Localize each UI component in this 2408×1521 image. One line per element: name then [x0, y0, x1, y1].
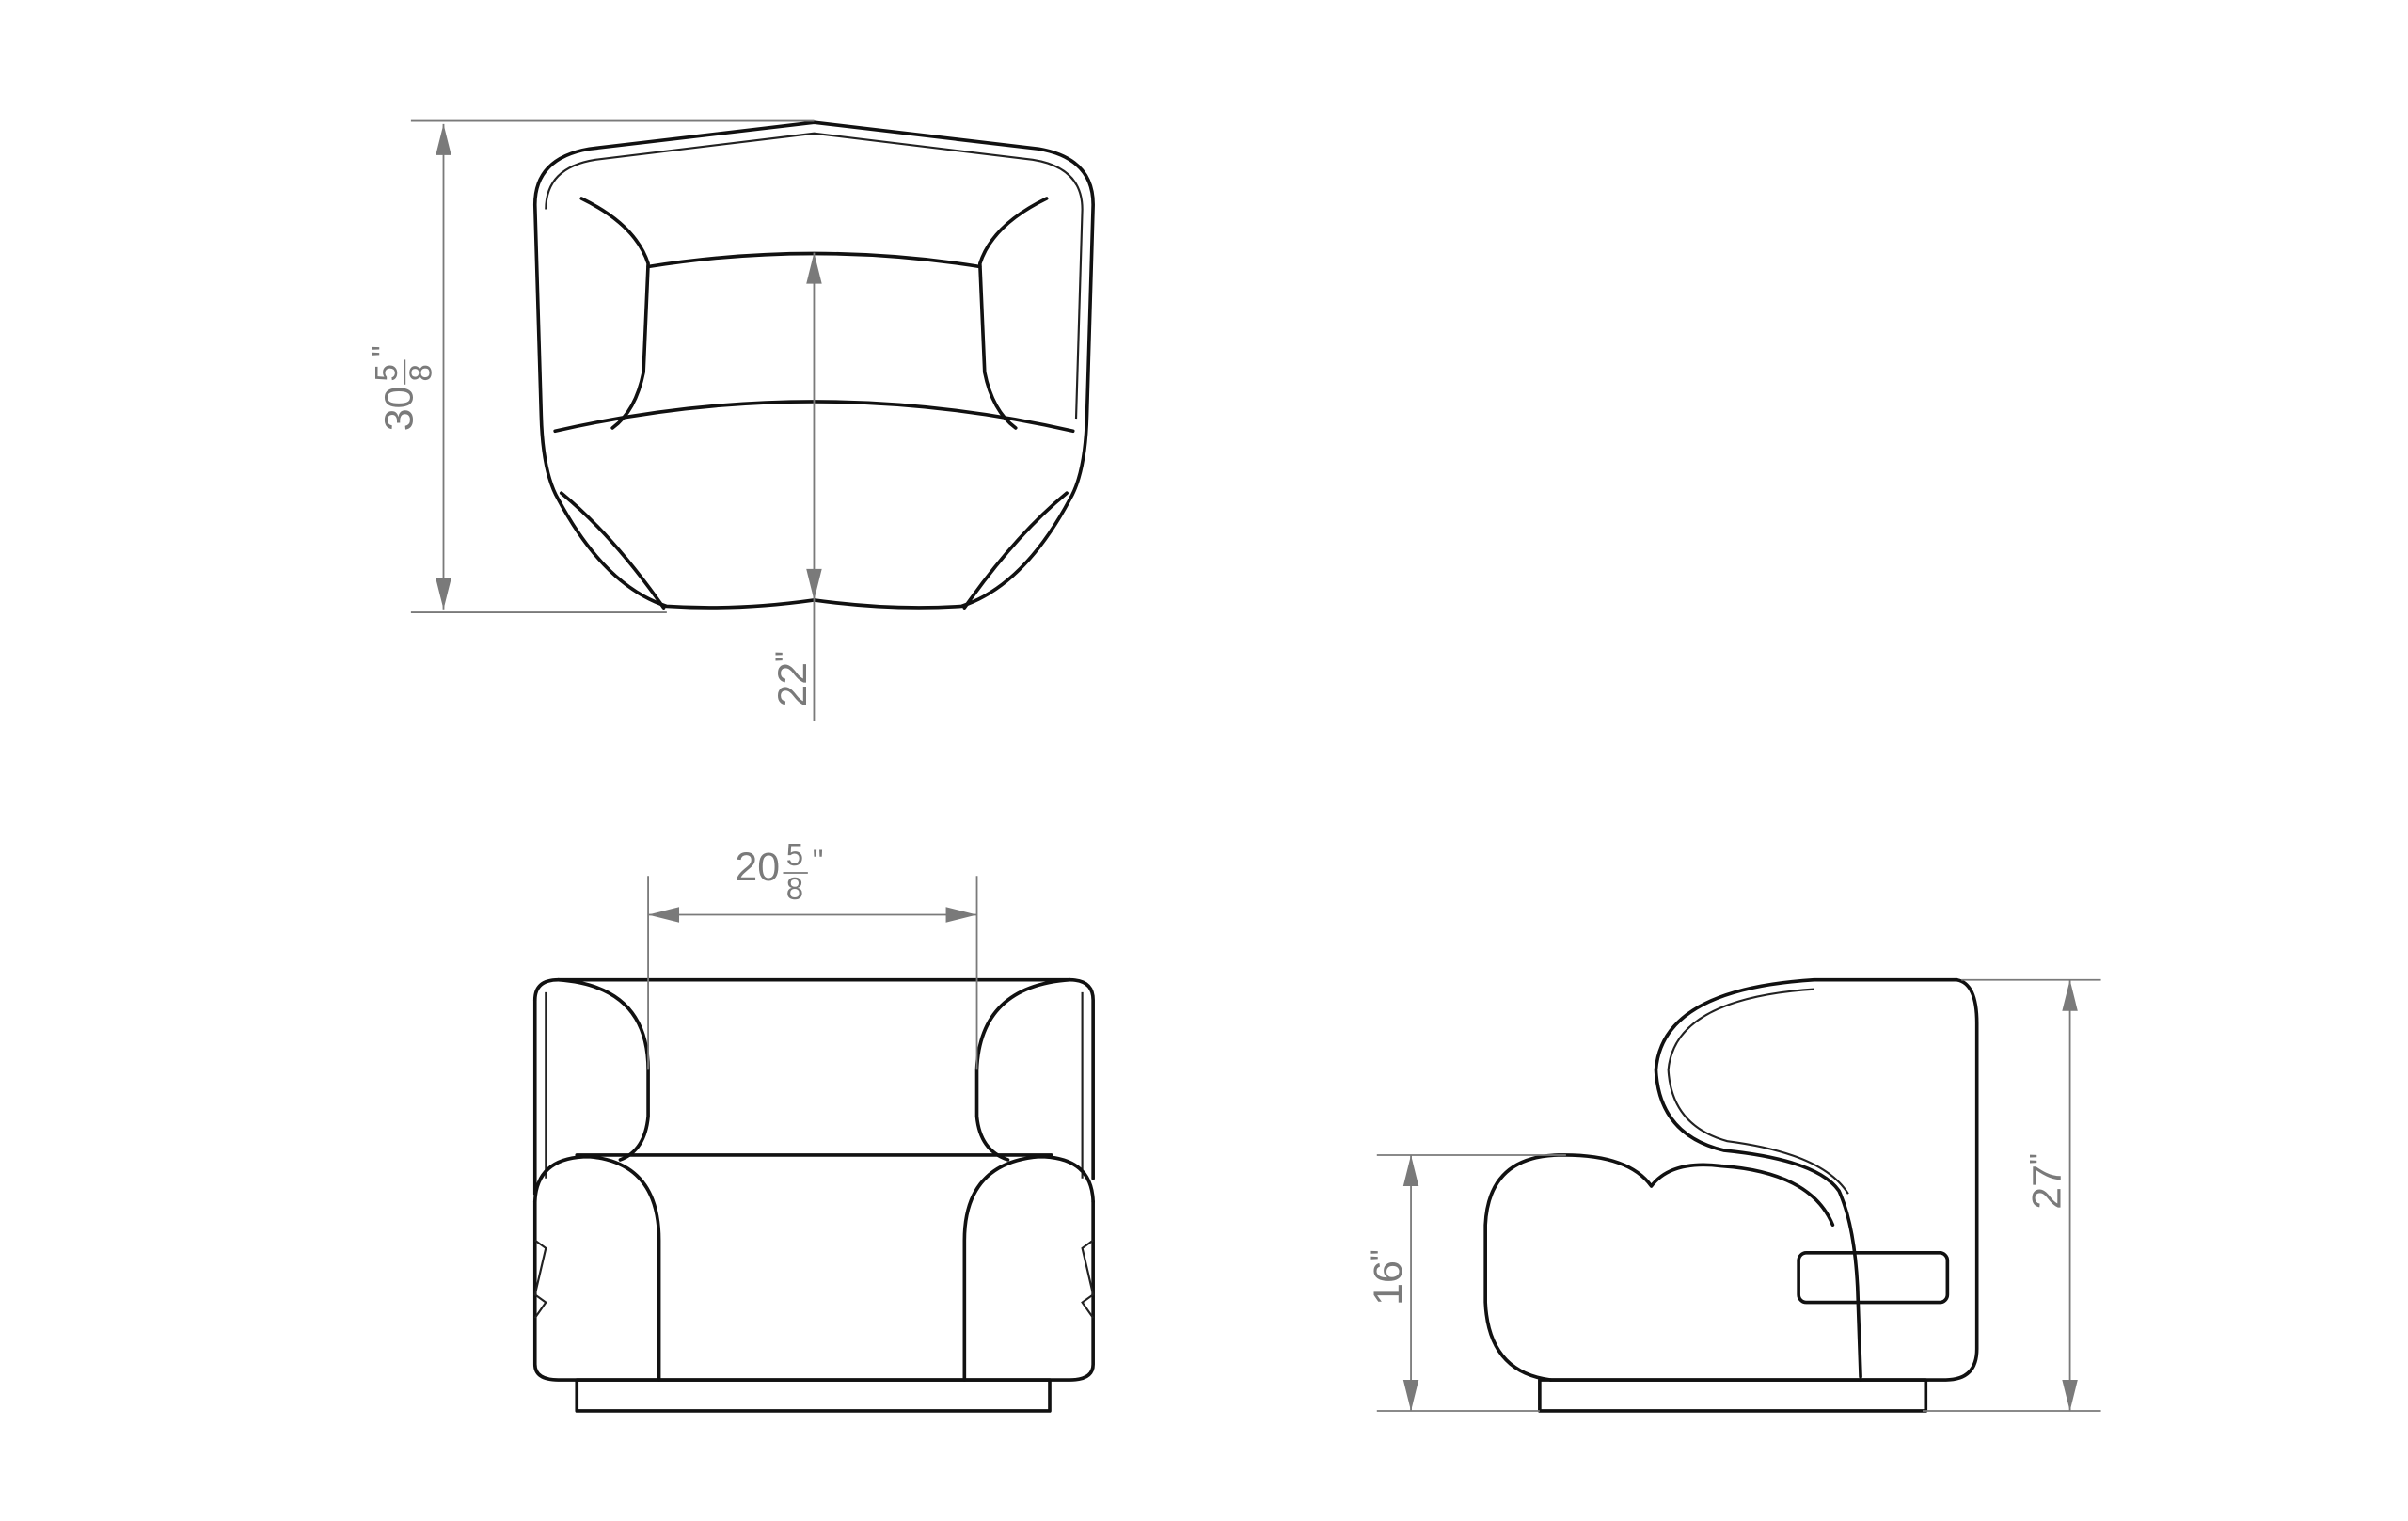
side-view-backrest: [1654, 977, 1959, 1379]
side-view-back: [1859, 977, 1979, 1382]
front-view-left-arm-top: [556, 977, 650, 1162]
top-view-right-lower-edge: [962, 491, 1069, 610]
front-view-right-arm-top: [974, 977, 1072, 1162]
top-view-left-arm: [579, 197, 650, 430]
front-view: [532, 977, 1095, 1413]
seat-width-denominator: 8: [786, 871, 803, 906]
top-view-inner-outline: [545, 132, 1084, 420]
seat-depth-whole: 22: [770, 662, 816, 707]
front-view-left-arm-front: [532, 1154, 661, 1382]
front-view-body: [532, 1199, 1095, 1382]
top-view-right-arm: [978, 197, 1049, 430]
dimension-overall-height: 27 ": [1922, 978, 2101, 1412]
dimension-seat-width: 20 5 8 ": [647, 837, 978, 1070]
overall-height-unit: ": [2023, 1153, 2058, 1165]
side-view-seat: [1483, 1153, 1835, 1382]
seat-width-whole: 20: [735, 845, 780, 890]
front-view-side-seams: [533, 1239, 1095, 1319]
front-view-back-inner: [545, 991, 1084, 1179]
depth-numerator: 5: [369, 364, 404, 381]
side-view: [1483, 977, 1979, 1413]
dimension-seat-depth: 22 ": [768, 252, 822, 721]
seat-height-whole: 16: [1366, 1260, 1411, 1306]
seat-depth-unit: ": [768, 651, 803, 662]
top-view: [532, 120, 1095, 610]
depth-denominator: 8: [403, 364, 437, 381]
dimension-depth: 30 5 8 ": [366, 119, 815, 613]
top-view-outline: [532, 120, 1095, 610]
seat-width-unit: ": [813, 843, 824, 878]
overall-height-whole: 27: [2025, 1165, 2070, 1210]
seat-height-unit: ": [1364, 1249, 1399, 1260]
seat-width-numerator: 5: [786, 837, 803, 872]
front-view-base: [575, 1378, 1052, 1413]
depth-whole: 30: [377, 387, 422, 432]
front-view-right-arm-front: [962, 1154, 1095, 1382]
side-view-handle: [1797, 1251, 1950, 1305]
dimension-seat-height: 16 ": [1364, 1154, 1566, 1412]
top-view-left-lower-edge: [559, 491, 666, 610]
front-view-back: [532, 977, 1095, 1180]
side-view-backrest-inner: [1667, 988, 1849, 1195]
side-view-base: [1538, 1378, 1928, 1413]
depth-unit: ": [366, 345, 401, 356]
